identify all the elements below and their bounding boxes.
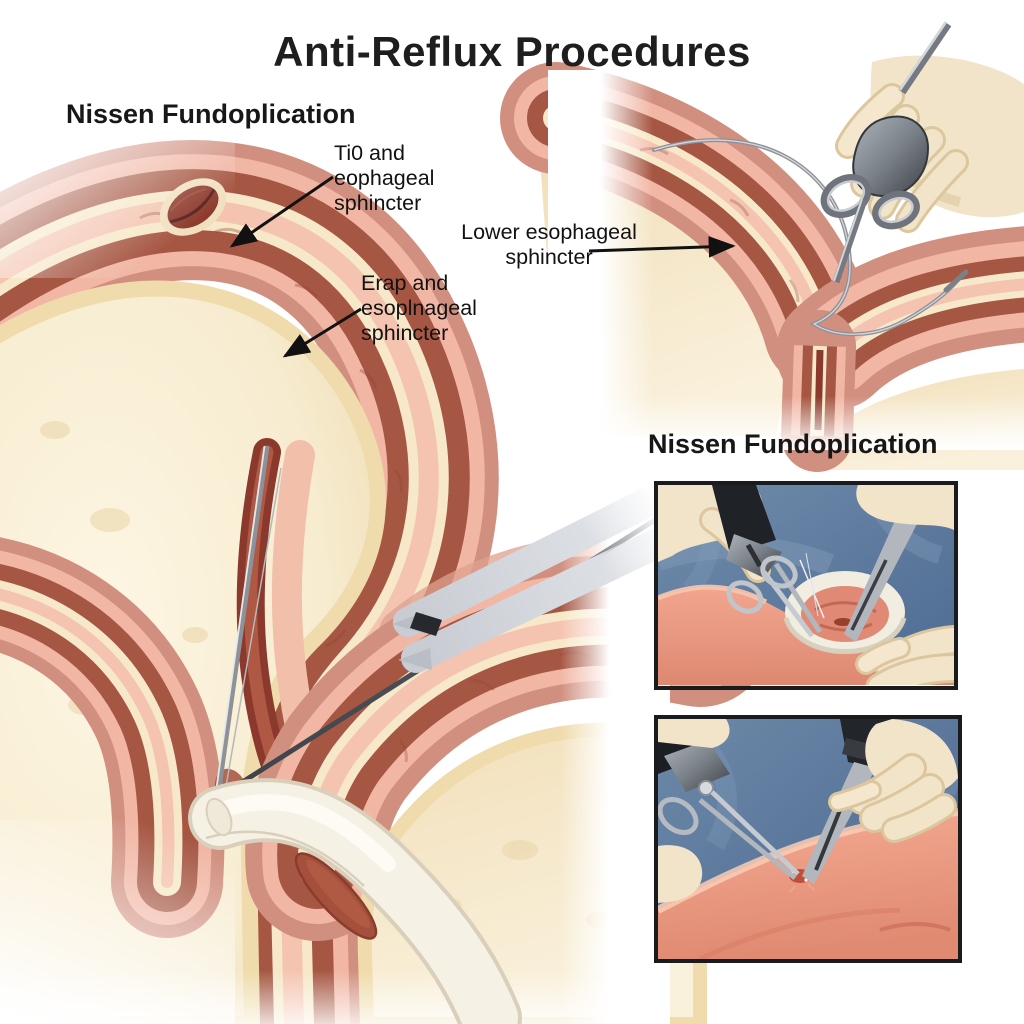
fade-bottom [548,396,1024,450]
fade-top-left [0,118,235,278]
panel-1-border [654,481,958,690]
left-diagram-heading: Nissen Fundoplication [66,99,356,129]
label-arrow-tio [229,175,334,248]
suture-thread [799,559,825,619]
drain-window [294,852,378,940]
left-glove-lower [658,845,703,903]
label-line: Lower esophageal [461,220,637,244]
label-line: eophageal [334,166,435,190]
fade-left [548,70,653,450]
penrose-drain [188,778,522,1024]
label-line: Ti0 and [334,141,405,165]
page-title: Anti-Reflux Procedures [273,28,751,75]
grasper-clamp [410,612,442,636]
grasper-arm-upper [393,485,667,637]
label-line: esoplnageal [361,296,477,320]
label-line: sphincter [334,191,422,215]
fade-bottom [0,970,660,1024]
label-arrow-erap [282,307,362,358]
panel-2-border [654,715,962,963]
surgical-panel-2 [658,719,958,959]
surgical-panel-1 [658,485,954,685]
right-diagram-heading: Nissen Fundoplication [648,429,938,459]
left-glove-top [658,719,730,748]
right-glove-top [856,485,954,530]
grasper-tip-lower [398,648,432,670]
label-line: sphincter [361,321,449,345]
right-glove-lower [855,625,954,685]
label-mid-sphincter: Erap and esoplnageal sphincter [361,271,477,346]
suture-needle [215,445,282,793]
needle-driver [820,21,952,284]
label-upper-sphincter: Ti0 and eophageal sphincter [334,141,434,216]
tissue-mound [658,812,958,959]
label-line: Erap and [361,271,449,295]
label-line: sphincter [505,245,593,269]
clamp-instrument [712,485,823,638]
esophagus-cross-section-illustration [0,118,771,1024]
suture-wire [652,138,969,337]
label-lower-esophageal-sphincter: Lower esophageal sphincter [449,220,649,270]
grasper-arm-lower [401,527,675,673]
annotation-arrows [229,175,736,358]
grasper-instrument [231,485,675,791]
right-tissue-fold [776,226,1024,410]
right-hand [828,719,958,843]
label-arrow-les [588,236,736,258]
